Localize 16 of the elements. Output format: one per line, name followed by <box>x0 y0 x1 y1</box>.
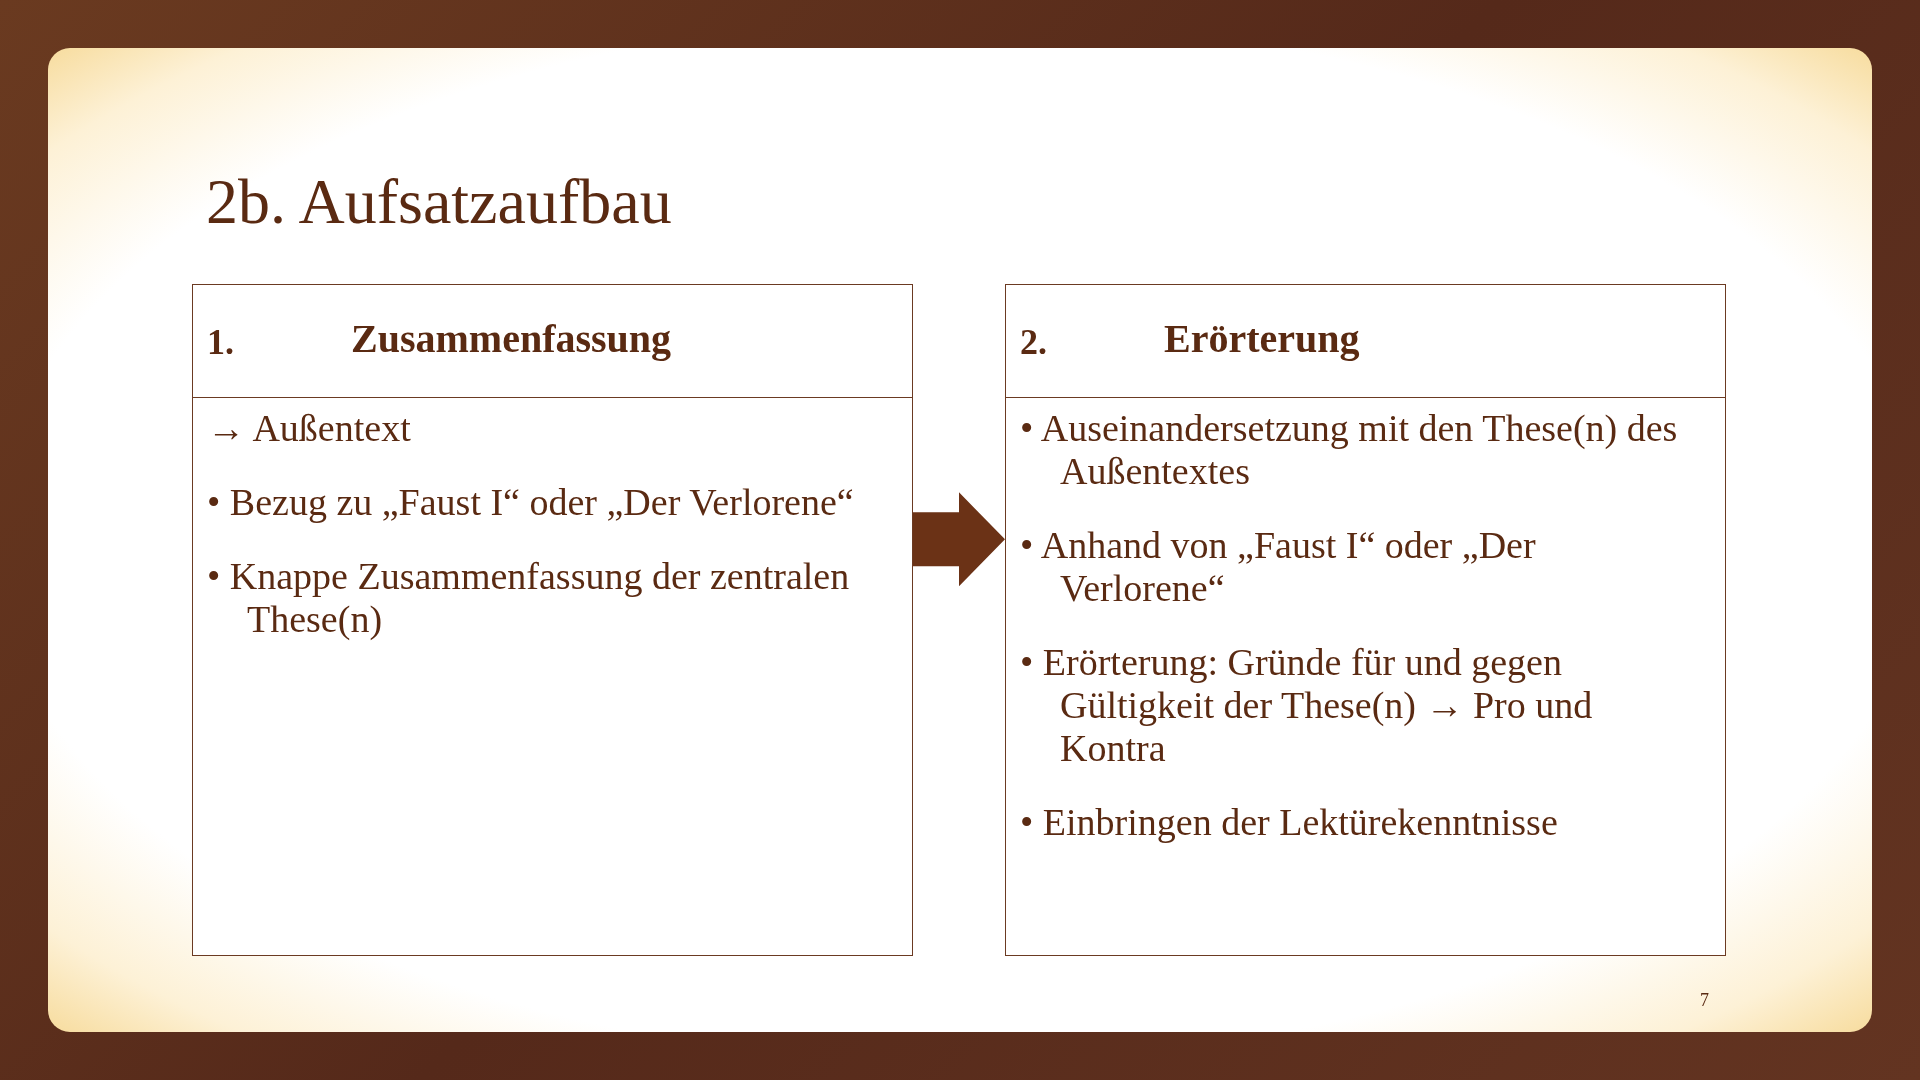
section-number: 2. <box>1020 321 1047 363</box>
list-item: • Bezug zu „Faust I“ oder „Der Verlorene“ <box>207 481 855 524</box>
list-item: → Außentext <box>207 407 412 450</box>
list-item: • Auseinandersetzung mit den These(n) des Außentextes <box>1020 407 1679 493</box>
list-item: • Einbringen der Lektürekenntnisse <box>1020 801 1559 844</box>
content-box <box>1005 284 1726 956</box>
block-arrow <box>913 492 1005 587</box>
slide-title: 2b. Aufsatzaufbau <box>206 165 672 239</box>
section-heading: Zusammenfassung <box>351 315 672 362</box>
content-box <box>192 284 913 956</box>
list-item: • Knappe Zusammenfassung der zentralen These(n) <box>207 555 851 641</box>
list-item: • Anhand von „Faust I“ oder „Der Verlorene“ <box>1020 524 1537 610</box>
section-heading: Erörterung <box>1164 315 1360 362</box>
section-number: 1. <box>207 321 234 363</box>
page-number: 7 <box>1700 990 1709 1011</box>
list-item: • Erörterung: Gründe für und gegen Gültigkeit der These(n) → Pro und Kontra <box>1020 641 1594 770</box>
